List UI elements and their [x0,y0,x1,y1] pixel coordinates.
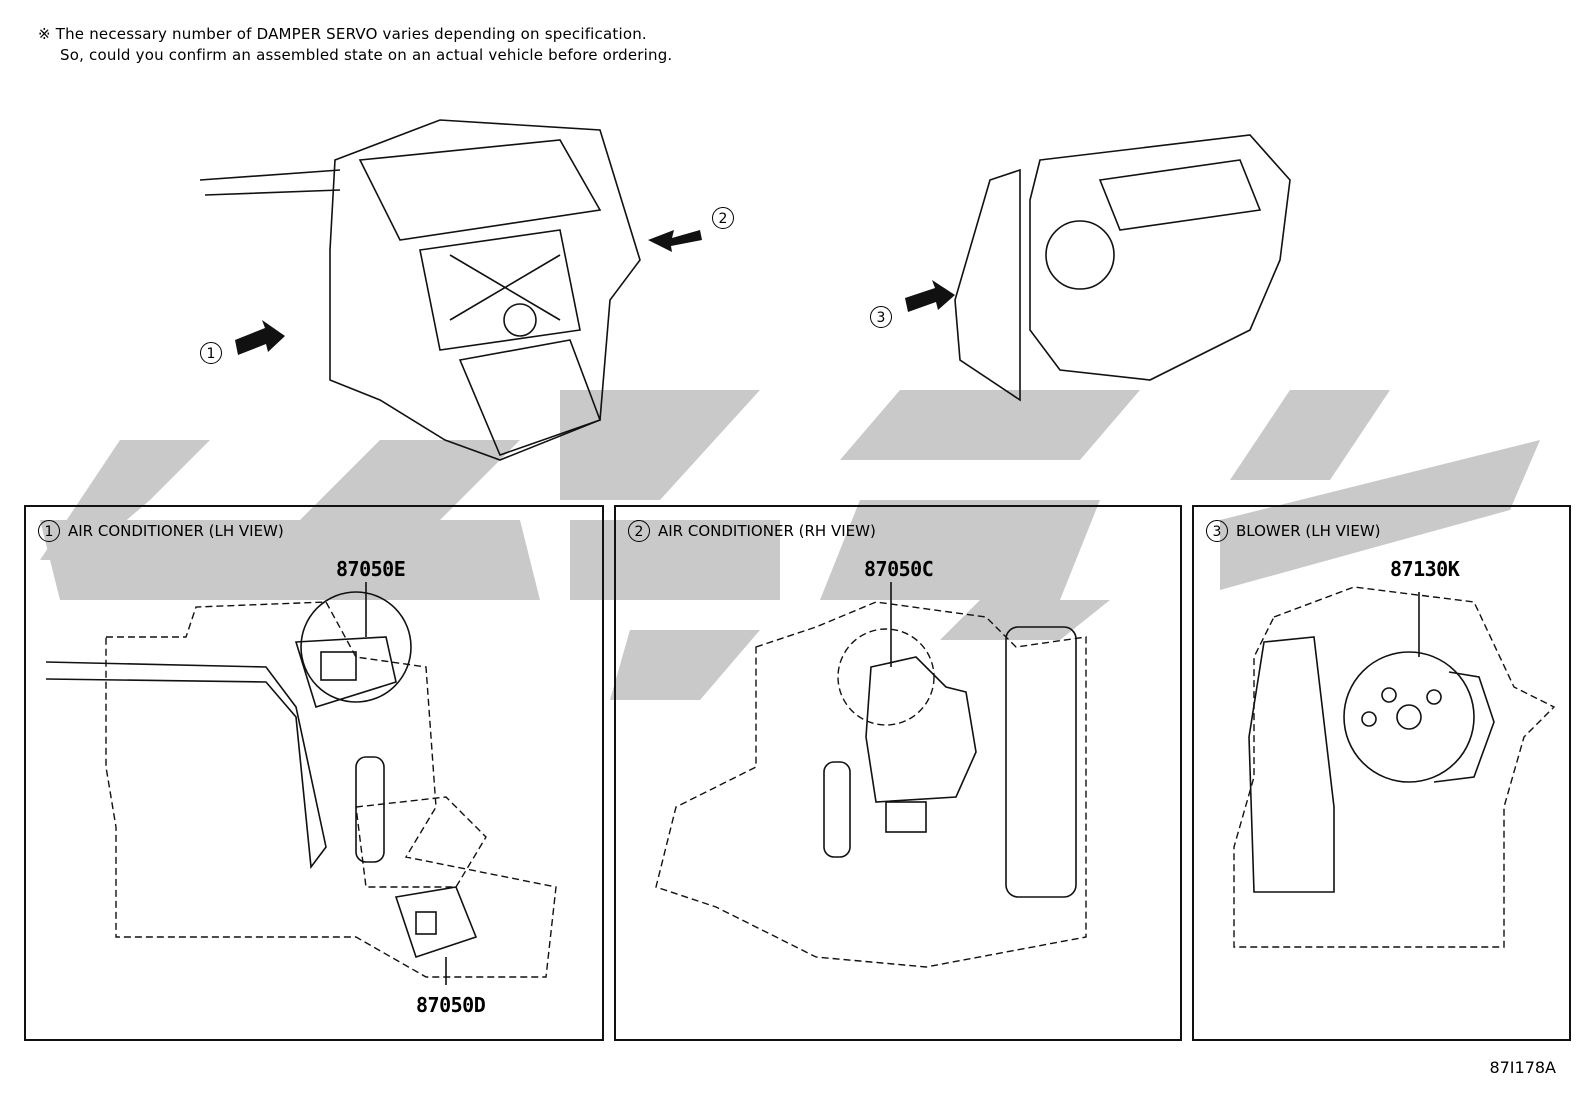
callout-2: 2 [712,207,734,229]
panel-1-number: 1 [38,520,60,542]
callout-1: 1 [200,342,222,364]
part-number-87050C[interactable]: 87050C [864,557,934,581]
spec-note-line-1: ※ The necessary number of DAMPER SERVO v… [38,25,647,43]
panel-2-title-text: AIR CONDITIONER (RH VIEW) [658,522,876,540]
panel-2-number: 2 [628,520,650,542]
panel-ac-lh-view: 1 AIR CONDITIONER (LH VIEW) 87050E 87050… [24,505,604,1041]
spec-note-line-2: So, could you confirm an assembled state… [60,46,673,64]
panel-3-title: 3 BLOWER (LH VIEW) [1206,520,1381,542]
panel-3-drawing [1233,586,1556,948]
callout-2-number: 2 [712,207,734,229]
panel-blower-lh-view: 3 BLOWER (LH VIEW) 87130K [1192,505,1571,1041]
panel-1-title: 1 AIR CONDITIONER (LH VIEW) [38,520,284,542]
part-number-87050D[interactable]: 87050D [416,993,486,1017]
panel-ac-rh-view: 2 AIR CONDITIONER (RH VIEW) 87050C [614,505,1182,1041]
panel-1-drawing [45,582,557,985]
callout-1-number: 1 [200,342,222,364]
part-number-87050E[interactable]: 87050E [336,557,406,581]
callout-3-number: 3 [870,306,892,328]
callout-3: 3 [870,306,892,328]
panel-3-number: 3 [1206,520,1228,542]
panel-3-title-text: BLOWER (LH VIEW) [1236,522,1381,540]
panel-2-title: 2 AIR CONDITIONER (RH VIEW) [628,520,876,542]
panel-1-title-text: AIR CONDITIONER (LH VIEW) [68,522,284,540]
diagram-reference-code: 87I178A [1489,1058,1556,1077]
panel-2-drawing [655,582,1087,968]
part-number-87130K[interactable]: 87130K [1390,557,1460,581]
